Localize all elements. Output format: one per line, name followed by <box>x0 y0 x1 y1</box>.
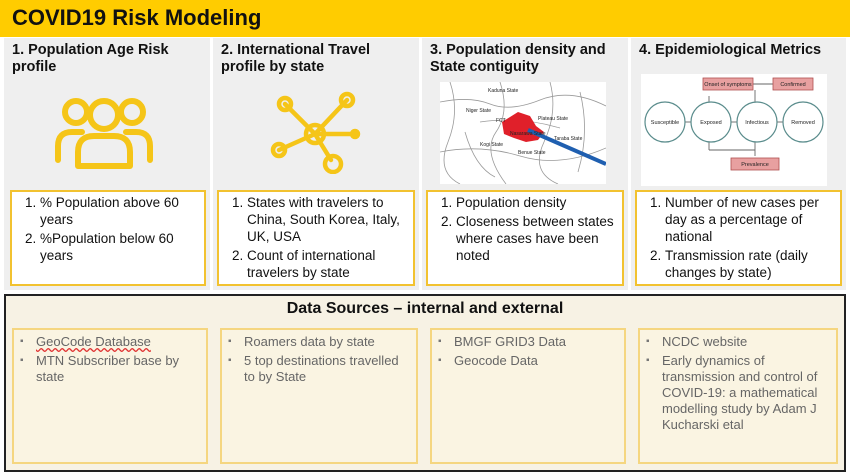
map-label: Benue State <box>518 150 546 156</box>
panel-heading: 2. International Travel profile by state <box>221 42 371 75</box>
map-label: FCT <box>496 118 506 124</box>
network-hub-icon <box>265 90 365 179</box>
diagram-node-label: Infectious <box>745 120 769 126</box>
list-item: States with travelers to China, South Ko… <box>247 194 407 245</box>
bullet-box: Population density Closeness between sta… <box>426 190 624 286</box>
data-sources-section: Data Sources – internal and external Geo… <box>4 294 846 472</box>
source-column: Roamers data by state 5 top destinations… <box>220 328 418 464</box>
list-item: Count of international travelers by stat… <box>247 247 407 281</box>
diagram-box-label: Confirmed <box>780 82 805 88</box>
list-item: 5 top destinations travelled to by State <box>228 353 410 385</box>
panel-heading: 3. Population density and State contigui… <box>430 42 606 75</box>
map-label: Nasarawa State <box>510 131 546 137</box>
page-title: COVID19 Risk Modeling <box>12 5 262 30</box>
list-item: MTN Subscriber base by state <box>20 353 200 385</box>
bullet-box: Number of new cases per day as a percent… <box>635 190 842 286</box>
diagram-box-label: Onset of symptoms <box>704 82 752 88</box>
bullet-box: States with travelers to China, South Ko… <box>217 190 415 286</box>
map-label: Kaduna State <box>488 88 519 94</box>
list-item: BMGF GRID3 Data <box>438 334 618 350</box>
bullet-box: % Population above 60 years %Population … <box>10 190 206 286</box>
map-label: Plateau State <box>538 116 568 122</box>
panel-travel-profile: 2. International Travel profile by state… <box>213 38 419 290</box>
map-label: Niger State <box>466 108 491 114</box>
list-item: % Population above 60 years <box>40 194 198 228</box>
list-item: Population density <box>456 194 616 211</box>
list-item: NCDC website <box>646 334 830 350</box>
state-contiguity-map: Kaduna State Niger State FCT Plateau Sta… <box>439 81 607 185</box>
list-item: Closeness between states where cases hav… <box>456 213 616 264</box>
source-column: BMGF GRID3 Data Geocode Data <box>430 328 626 464</box>
map-label: Taraba State <box>554 136 583 142</box>
list-item: GeoCode Database <box>20 334 200 350</box>
map-label: Kogi State <box>480 142 503 148</box>
seir-model-diagram: Susceptible Exposed Infectious Removed O… <box>641 74 827 186</box>
panel-heading: 1. Population Age Risk profile <box>12 42 169 75</box>
list-item: Early dynamics of transmission and contr… <box>646 353 830 433</box>
list-item: Roamers data by state <box>228 334 410 350</box>
panel-density-contiguity: 3. Population density and State contigui… <box>422 38 628 290</box>
source-text: GeoCode Database <box>36 334 151 349</box>
diagram-node-label: Removed <box>791 120 815 126</box>
title-bar: COVID19 Risk Modeling <box>0 0 850 37</box>
source-column: GeoCode Database MTN Subscriber base by … <box>12 328 208 464</box>
diagram-box-label: Prevalence <box>741 162 769 168</box>
panel-heading: 4. Epidemiological Metrics <box>639 42 822 58</box>
list-item: Geocode Data <box>438 353 618 369</box>
section-title: Data Sources – internal and external <box>286 300 564 317</box>
people-group-icon <box>54 88 154 178</box>
panel-age-risk: 1. Population Age Risk profile % Populat… <box>4 38 210 290</box>
source-column: NCDC website Early dynamics of transmiss… <box>638 328 838 464</box>
diagram-node-label: Susceptible <box>651 120 679 126</box>
diagram-node-label: Exposed <box>700 120 721 126</box>
panel-epi-metrics: 4. Epidemiological Metrics <box>631 38 846 290</box>
list-item: Number of new cases per day as a percent… <box>665 194 834 245</box>
list-item: %Population below 60 years <box>40 230 198 264</box>
list-item: Transmission rate (daily changes by stat… <box>665 247 834 281</box>
